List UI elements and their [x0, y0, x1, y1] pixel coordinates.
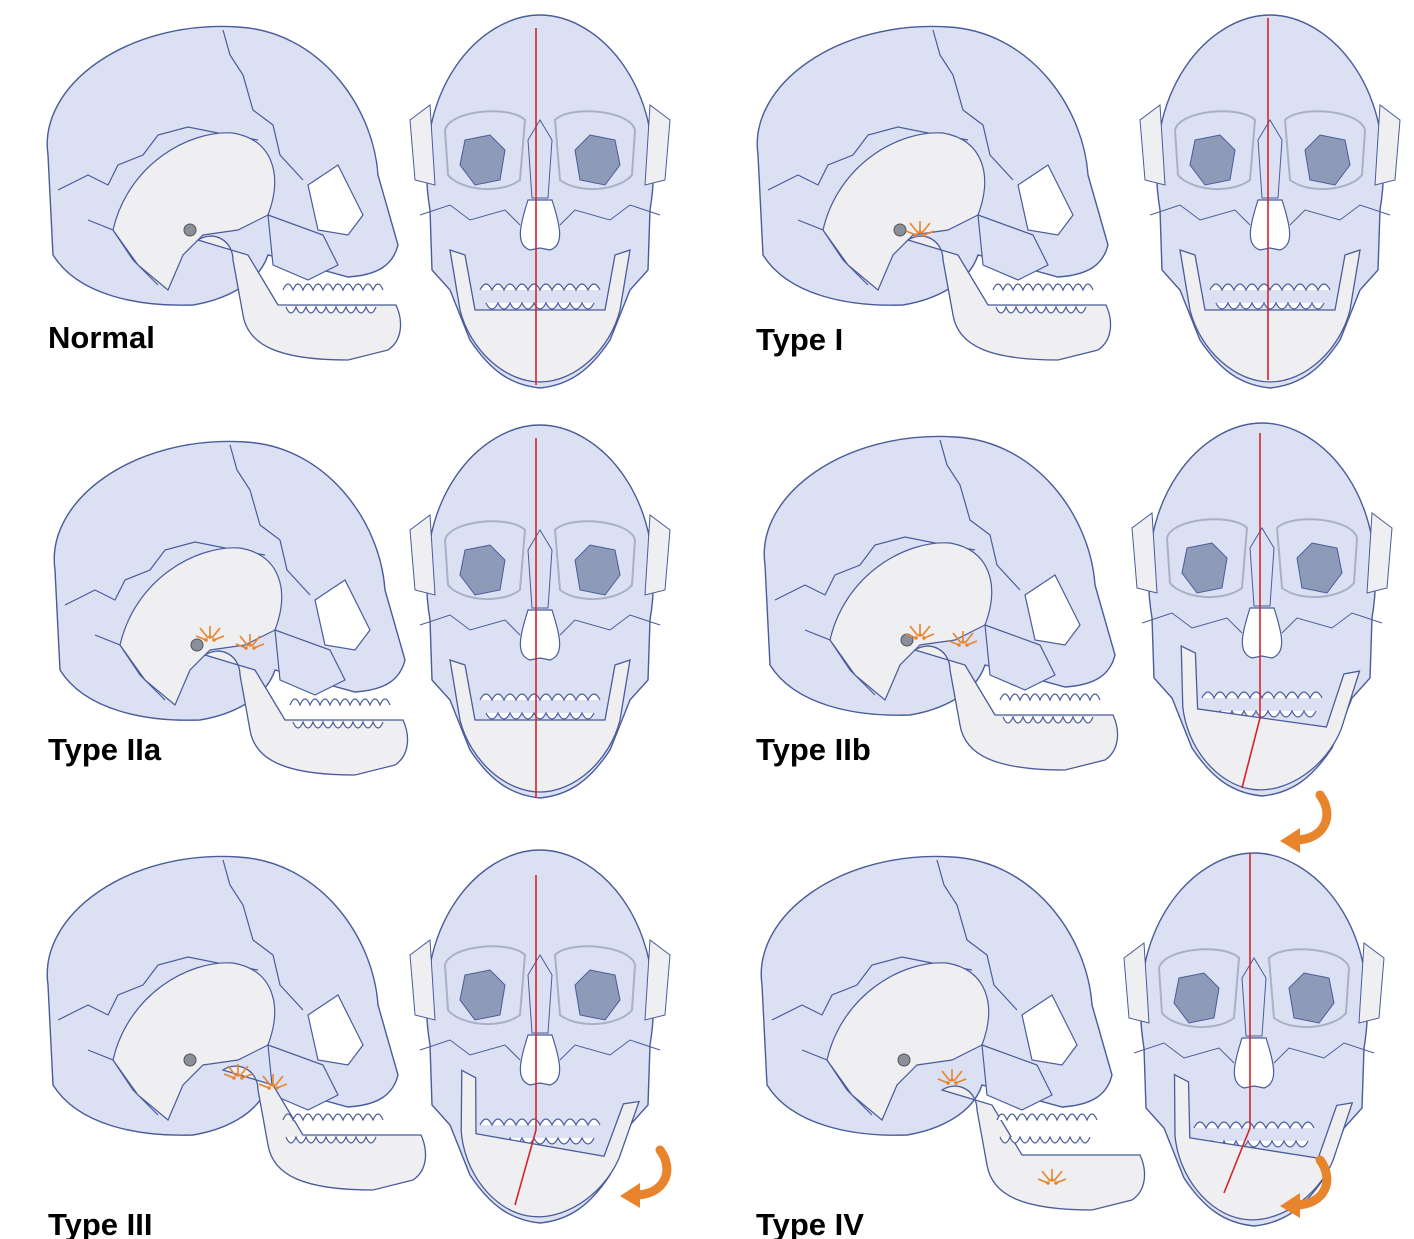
frontal-skull	[410, 850, 670, 1232]
panel-label: Normal	[48, 320, 155, 355]
frontal-skull	[1132, 423, 1392, 802]
lateral-skull	[761, 856, 1144, 1210]
panel-label: Type III	[48, 1207, 153, 1239]
lateral-skull	[757, 26, 1110, 360]
lateral-skull	[54, 441, 407, 775]
lateral-skull	[47, 856, 425, 1190]
panel-normal: Normal	[47, 15, 670, 388]
rotation-arrow	[1280, 795, 1327, 853]
rotation-arrow	[620, 1150, 667, 1208]
lateral-skull	[47, 26, 400, 360]
panel-type-iia: Type IIa	[48, 425, 670, 798]
panel-type-iib: Type IIb	[756, 423, 1392, 853]
panel-label: Type I	[756, 322, 843, 357]
panel-label: Type IIa	[48, 732, 162, 767]
panel-label: Type IV	[756, 1207, 864, 1239]
frontal-skull	[410, 15, 670, 388]
panel-type-i: Type I	[756, 15, 1400, 388]
panel-label: Type IIb	[756, 732, 871, 767]
frontal-skull	[410, 425, 670, 798]
frontal-skull	[1124, 853, 1384, 1233]
panel-type-iv: Type IV	[756, 853, 1384, 1239]
frontal-skull	[1140, 15, 1400, 388]
lateral-skull	[764, 436, 1117, 770]
panel-type-iii: Type III	[47, 850, 670, 1239]
